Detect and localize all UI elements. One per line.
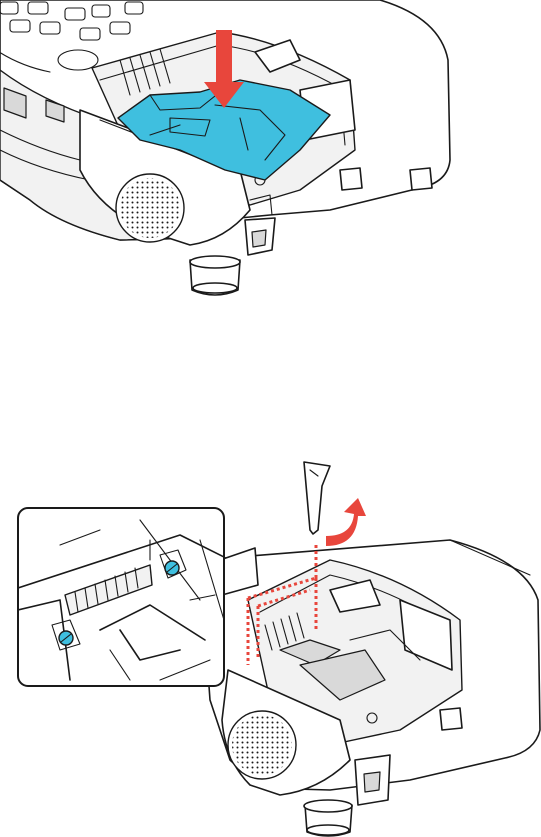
speaker-grille <box>116 174 184 242</box>
projector-icon <box>200 540 540 836</box>
detail-callout <box>18 508 230 686</box>
step-1-insert-lamp-illustration <box>0 0 450 295</box>
screwdriver-icon <box>304 462 330 534</box>
adjustable-foot <box>190 256 240 295</box>
rotate-arrow-icon <box>326 498 366 546</box>
step-2-tighten-screws-illustration <box>18 462 540 836</box>
